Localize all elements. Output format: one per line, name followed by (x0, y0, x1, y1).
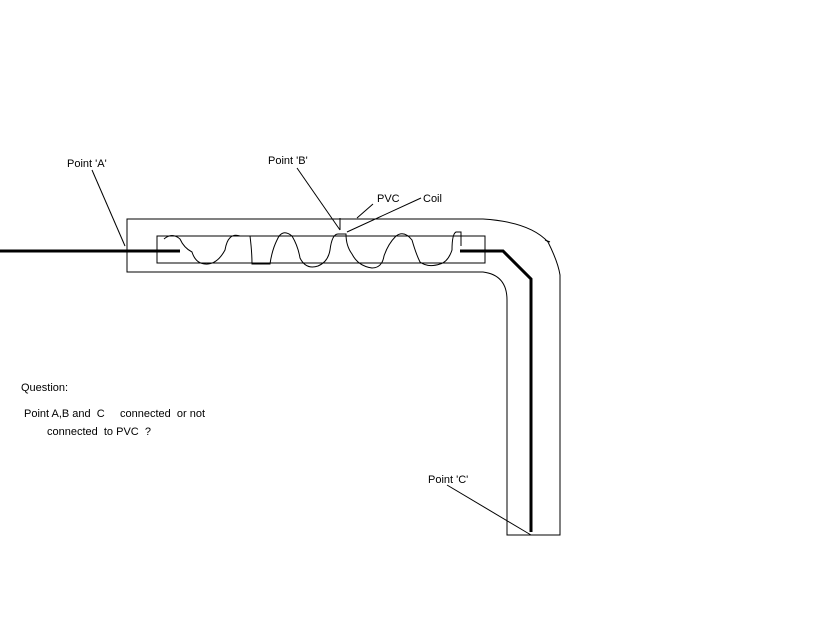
point-a-label: Point 'A' (67, 158, 107, 170)
right-conductor (460, 249, 533, 532)
point-c-label: Point 'C' (428, 474, 468, 486)
coil-wave (163, 231, 462, 269)
coil-housing (156, 235, 486, 264)
point-c-leader (446, 484, 532, 536)
pvc-label: PVC (377, 193, 400, 205)
coil-leader (346, 197, 422, 233)
point-b-label: Point 'B' (268, 155, 308, 167)
coil-label: Coil (423, 193, 442, 205)
point-b-leader (296, 167, 341, 231)
pvc-outer-tube (126, 218, 561, 536)
question-line-2: connected to PVC ? (47, 426, 151, 438)
pvc-bend-tick (544, 239, 551, 243)
question-line-1: Point A,B and C connected or not (24, 408, 206, 420)
question-heading: Question: (21, 382, 69, 394)
point-a-leader (91, 169, 126, 247)
pvc-leader (356, 203, 374, 219)
